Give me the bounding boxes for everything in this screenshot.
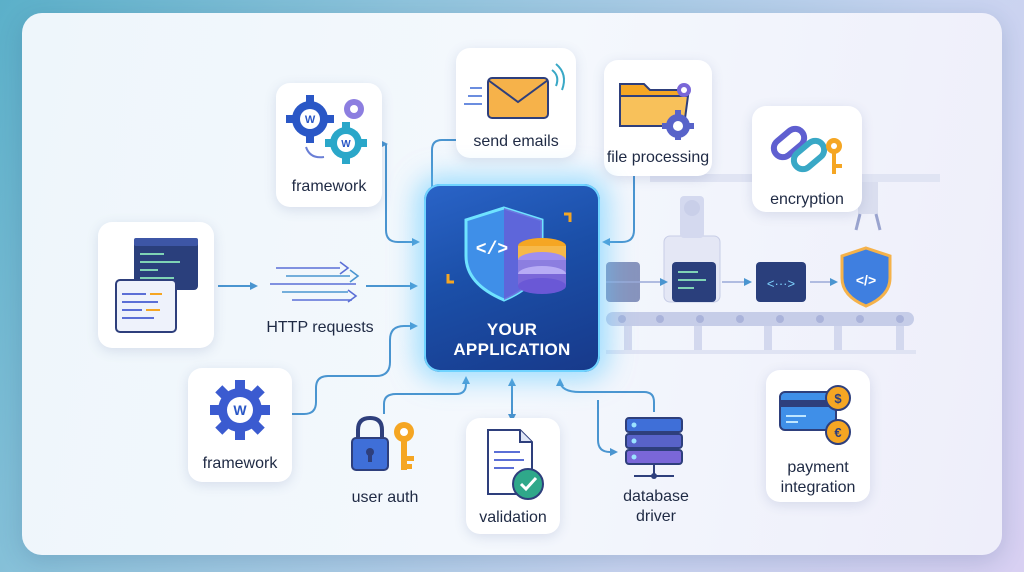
- gears-icon: W W: [286, 95, 367, 164]
- framework-bottom-label: framework: [202, 455, 278, 472]
- folder-gear-icon: [619, 83, 694, 142]
- speed-lines-icon: [270, 261, 360, 303]
- gear-icon: W: [210, 380, 270, 440]
- lock-key-icon: [351, 415, 414, 471]
- svg-text:</>: </>: [476, 240, 508, 260]
- svg-text:W: W: [233, 402, 247, 418]
- node-code-windows: [98, 222, 214, 348]
- card-coins-icon: $ €: [779, 385, 851, 445]
- user-auth-label: user auth: [351, 489, 419, 506]
- send-emails-label: send emails: [473, 133, 559, 150]
- encryption-label: encryption: [770, 191, 844, 208]
- shield-database-icon: </>: [446, 206, 572, 302]
- node-framework-top: W W framework: [276, 83, 382, 207]
- document-check-icon: [487, 429, 544, 500]
- arrow-framework-bottom: [292, 322, 418, 415]
- node-payment-integration: $ € payment integration: [766, 370, 870, 502]
- shield-code-symbol: </>: [855, 272, 877, 288]
- code-box-symbol: <···>: [766, 276, 796, 291]
- svg-text:W: W: [341, 139, 351, 150]
- arrow-user-auth: [383, 376, 470, 414]
- node-validation: validation: [466, 418, 560, 534]
- arrow-db-down: [597, 400, 618, 456]
- database-driver-label: database driver: [623, 488, 689, 525]
- chain-key-icon: [770, 125, 842, 174]
- svg-text:€: €: [834, 425, 841, 440]
- code-windows-icon: [115, 238, 198, 333]
- validation-label: validation: [479, 509, 547, 526]
- envelope-icon: [464, 63, 565, 119]
- file-processing-label: file processing: [606, 149, 710, 166]
- core-title-line1: YOUR: [486, 320, 538, 339]
- http-requests-label: HTTP requests: [266, 319, 374, 336]
- node-encryption: encryption: [752, 106, 862, 212]
- core-application: </> YOUR APPLICATION: [424, 184, 600, 372]
- node-framework-bottom: W framework: [188, 368, 292, 482]
- core-title: YOUR APPLICATION: [424, 320, 600, 360]
- svg-text:$: $: [834, 391, 842, 406]
- framework-top-label: framework: [291, 178, 367, 195]
- node-file-processing: file processing: [604, 60, 712, 176]
- arrow-file-processing: [602, 170, 635, 246]
- node-send-emails: send emails: [456, 48, 576, 158]
- arrow-send-emails: [431, 139, 466, 192]
- svg-text:W: W: [305, 114, 316, 126]
- arrow-database-driver: [556, 378, 655, 412]
- core-title-line2: APPLICATION: [453, 340, 571, 359]
- payment-integration-label: payment integration: [780, 459, 856, 496]
- arrow-framework-top: [382, 142, 420, 246]
- server-icon: [625, 417, 683, 479]
